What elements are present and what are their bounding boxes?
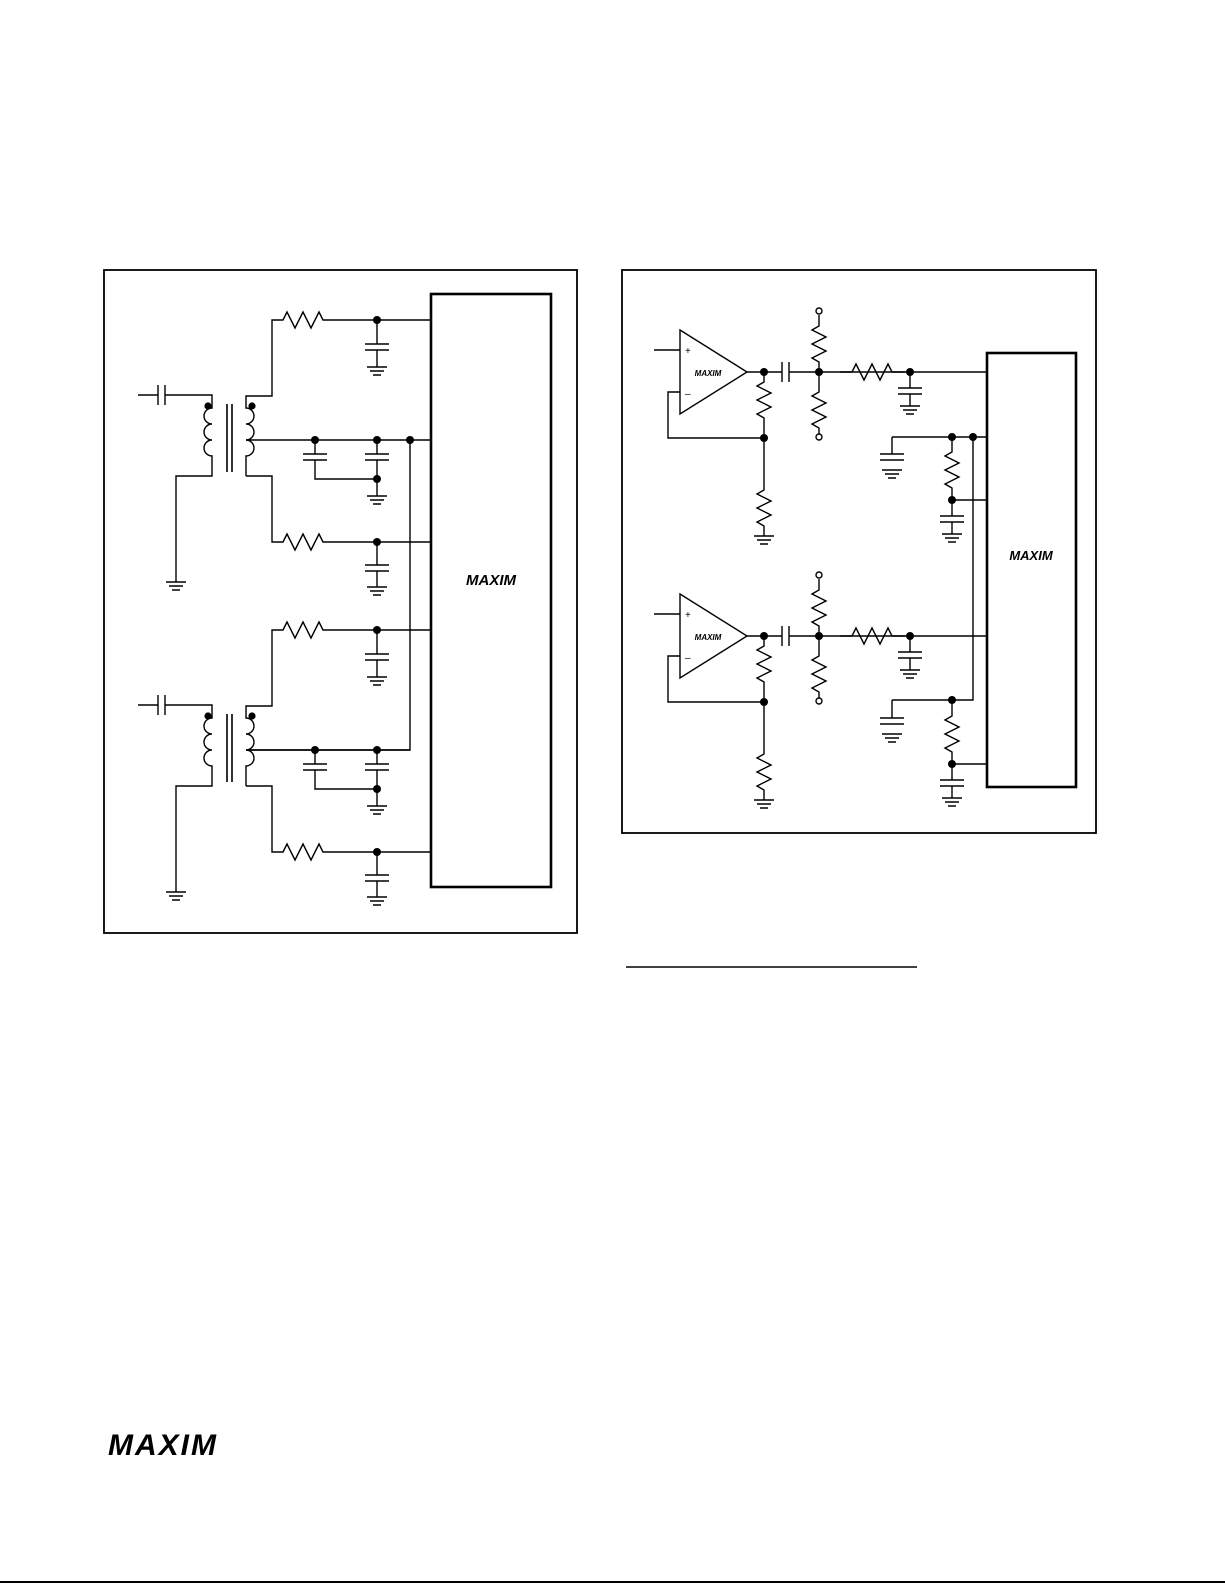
- left-channel-upper: [138, 312, 431, 595]
- right-diagram: MAXIM + – MAXIM: [622, 270, 1096, 833]
- opamp-plus: +: [685, 346, 691, 357]
- opamp-minus: –: [685, 389, 691, 400]
- left-ic-block: [431, 294, 551, 887]
- dot-marker: [204, 712, 211, 719]
- dot-marker: [248, 712, 255, 719]
- opamp-minus: –: [685, 653, 691, 664]
- dot-marker: [248, 402, 255, 409]
- right-channel-lower: + – MAXIM: [654, 572, 987, 808]
- left-channel-lower: [138, 622, 431, 905]
- right-ic-block: [987, 353, 1076, 787]
- reference-bus: [952, 437, 973, 700]
- right-channel-upper: + – MAXIM: [654, 308, 987, 544]
- right-ic-label: MAXIM: [1009, 548, 1054, 563]
- left-diagram-frame: [104, 270, 577, 933]
- footer-logo: MAXIM: [108, 1429, 218, 1462]
- opamp-plus: +: [685, 610, 691, 621]
- left-diagram: MAXIM: [104, 270, 577, 933]
- left-ic-label: MAXIM: [466, 572, 517, 589]
- opamp-label: MAXIM: [695, 369, 722, 378]
- opamp-label: MAXIM: [695, 633, 722, 642]
- dot-marker: [204, 402, 211, 409]
- center-tap-link: [246, 440, 410, 750]
